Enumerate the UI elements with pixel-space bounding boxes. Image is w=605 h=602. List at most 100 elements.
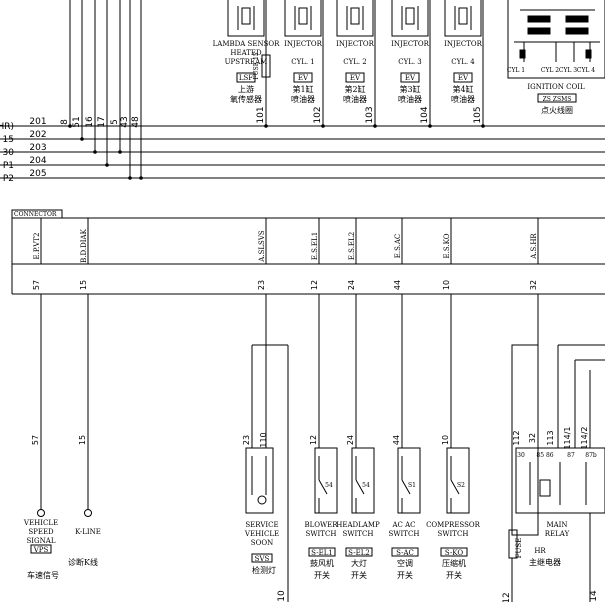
connector-signal-name: E.S.EL2 (348, 232, 356, 260)
coil-winding (527, 27, 551, 35)
component-label: AC AC (391, 521, 415, 529)
bus-tap-number: 48 (131, 116, 141, 128)
component-label: UPSTREAM (225, 58, 268, 66)
coil-pin-label: CYL 1 (507, 67, 525, 74)
connector-signal-name: B.D.DIAK (80, 228, 88, 262)
switch-contact (355, 479, 365, 495)
component-name-cn: 诊断K线 (68, 557, 98, 567)
relay-pin-number: 32 (528, 433, 537, 443)
component-label: BLOWER (304, 521, 338, 529)
ignition-title: IGNITION COIL (527, 83, 585, 91)
code-box (345, 72, 365, 83)
wire-pin: 15 (78, 435, 87, 445)
relay-pin-number: 114/2 (580, 426, 589, 449)
relay-terminal-label: 87 (567, 452, 575, 459)
junction-dot (428, 124, 432, 128)
relay-terminal-label: 87b (585, 452, 597, 459)
component-box-inj1 (284, 0, 322, 37)
component-name-cn: 喷油器 (343, 94, 367, 104)
component-name-cn: 第3缸 (399, 84, 420, 94)
connector-pin-number: 15 (79, 280, 88, 290)
component-label: SERVICE (245, 521, 278, 529)
code-box (440, 547, 468, 557)
connector-signal-name: A.SLSVS (258, 230, 266, 263)
connector-signal-name: E.S.AC (394, 234, 402, 259)
wire-pin: 24 (346, 435, 355, 445)
component-name-cn: 第1缸 (292, 84, 313, 94)
relay-terminal-label: 85 86 (536, 452, 553, 459)
switch-box-headlamp-switch (351, 447, 375, 514)
switch-contact (318, 479, 328, 495)
coil-pin-label: CYL 4 (577, 67, 595, 74)
bus-tap-number: 43 (120, 116, 130, 127)
junction-dot (264, 124, 268, 128)
component-box-inj4 (444, 0, 482, 37)
junction-dot (93, 150, 97, 154)
component-name-cn: 压缩机 (442, 558, 466, 568)
junction-dot (321, 124, 325, 128)
ignition-coil-box (507, 0, 605, 79)
component-code: EV (350, 74, 361, 82)
code-box (308, 547, 336, 557)
component-label: CYL. 4 (451, 58, 475, 66)
wire-pin: 110 (259, 432, 268, 447)
connector-signal-name: E.S.EL1 (311, 232, 319, 260)
k-line-terminal (84, 509, 92, 517)
component-code: S-EL2 (348, 549, 370, 557)
code-box (251, 553, 273, 563)
bus-number: 205 (29, 169, 46, 179)
connector-title: CONNECTOR (14, 211, 57, 218)
component-label: SIGNAL (27, 537, 56, 545)
bus-tap-number: 16 (85, 116, 95, 128)
component-code: LSF (239, 74, 253, 82)
component-label: CYL. 3 (398, 58, 422, 66)
connector-pin-number: 32 (529, 280, 538, 290)
wire-number: 104 (420, 106, 430, 123)
component-name-cn: 开关 (446, 570, 462, 580)
connector-pin-number: 23 (257, 280, 266, 290)
switch-contact-label: 54 (325, 482, 333, 489)
connector-signal-name: E.S.KO (443, 233, 451, 258)
bus-tap-number: 51 (72, 116, 82, 127)
switch-contact-label: S1 (408, 482, 416, 489)
connector-pin-number: 57 (32, 280, 41, 290)
component-box-inj3 (391, 0, 429, 37)
component-label: VEHICLE (23, 519, 58, 527)
ignition-code: ZS ZSMS (543, 96, 572, 103)
component-name-cn: 车速信号 (27, 570, 59, 580)
relay-fuse-box (508, 529, 518, 559)
code-box (400, 72, 420, 83)
bottom-wire-number: 12 (502, 592, 512, 602)
relay-name-cn: 主继电器 (529, 557, 561, 567)
component-name-cn: 第4缸 (452, 84, 473, 94)
relay-box (515, 447, 605, 514)
component-name-cn: 第2缸 (344, 84, 365, 94)
relay-pin-number: 113 (546, 430, 555, 445)
component-label: INJECTOR (336, 40, 375, 48)
fuse-label: FUSE 15 (253, 52, 260, 79)
relay-label: MAIN (546, 521, 567, 529)
component-name-cn: 检测灯 (252, 565, 276, 575)
component-code: SVS (255, 555, 270, 563)
component-label: INJECTOR (284, 40, 323, 48)
connector-signal-name: E.P.VT2 (33, 232, 41, 259)
wire-number: 101 (256, 106, 266, 123)
component-label: SOON (251, 539, 273, 547)
bus-left-label: P1 (3, 161, 14, 171)
code-box (345, 547, 373, 557)
bus-tap-number: 5 (110, 119, 120, 125)
wire-pin: 12 (309, 435, 318, 445)
switch-contact-label: S2 (457, 482, 465, 489)
switch-box-ac-switch (397, 447, 421, 514)
symbol-coil (405, 7, 415, 25)
connector-pin-number: 10 (442, 280, 451, 290)
coil-diode (585, 49, 592, 59)
component-name-cn: 喷油器 (291, 94, 315, 104)
component-label: SWITCH (438, 530, 469, 538)
component-label: SWITCH (343, 530, 374, 538)
switch-box-blower-switch (314, 447, 338, 514)
bus-tap-number: 8 (60, 119, 70, 125)
junction-dot (373, 124, 377, 128)
junction-dot (80, 137, 84, 141)
connector-pin-number: 12 (310, 280, 319, 290)
